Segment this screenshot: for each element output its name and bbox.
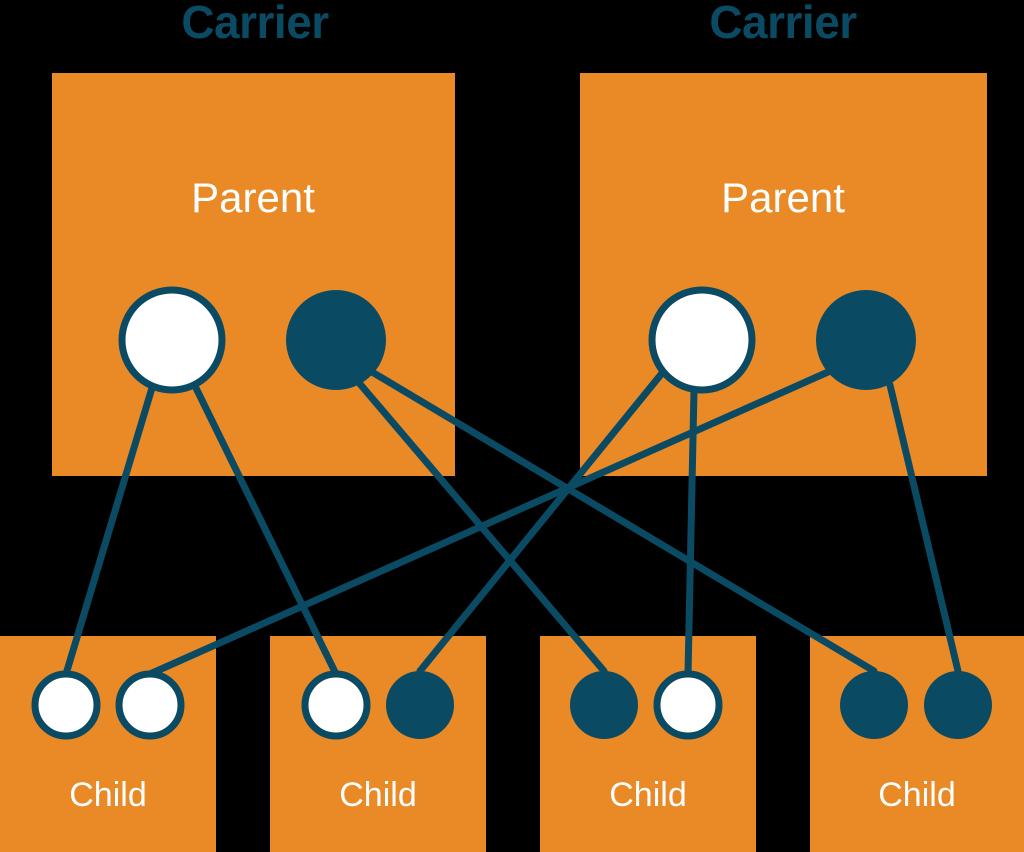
inheritance-line-parent-right-a1-child-3-a2 bbox=[684, 386, 698, 678]
child-label-1: Child bbox=[69, 776, 146, 814]
parent-left-allele-recessive-icon[interactable] bbox=[118, 286, 226, 394]
child-4-alleles bbox=[840, 671, 992, 739]
child-4-allele-dominant-2-icon[interactable] bbox=[924, 671, 992, 739]
child-4-allele-dominant-icon[interactable] bbox=[840, 671, 908, 739]
parent-right-alleles bbox=[648, 286, 916, 394]
carrier-label-right: Carrier bbox=[709, 0, 857, 48]
parent-right-allele-recessive-icon[interactable] bbox=[648, 286, 756, 394]
child-2-allele-dominant-icon[interactable] bbox=[386, 671, 454, 739]
parent-boxes bbox=[52, 73, 987, 476]
child-label-4: Child bbox=[878, 776, 955, 814]
parent-label-left: Parent bbox=[191, 174, 315, 221]
parent-right-allele-dominant-icon[interactable] bbox=[816, 290, 916, 390]
carrier-label-left: Carrier bbox=[181, 0, 329, 48]
inheritance-line-parent-right-a2-child-1-a2 bbox=[146, 368, 832, 678]
inheritance-line-parent-right-a2-child-4-a2 bbox=[886, 381, 962, 675]
child-2-allele-recessive-icon[interactable] bbox=[301, 670, 371, 740]
child-3-alleles bbox=[570, 670, 723, 740]
child-boxes bbox=[0, 636, 1024, 852]
inheritance-line-parent-left-a1-child-2-a1 bbox=[192, 384, 340, 678]
parent-box-left bbox=[52, 73, 455, 476]
parent-box-right bbox=[580, 73, 987, 476]
parent-left-alleles bbox=[118, 286, 386, 394]
child-box-4 bbox=[810, 636, 1024, 852]
child-box-3 bbox=[540, 636, 756, 852]
inheritance-line-parent-left-a1-child-1-a1 bbox=[62, 384, 156, 678]
child-1-allele-recessive-icon[interactable] bbox=[31, 670, 101, 740]
child-box-2 bbox=[270, 636, 486, 852]
child-box-1 bbox=[0, 636, 216, 852]
child-1-allele-recessive-2-icon[interactable] bbox=[115, 670, 185, 740]
inheritance-line-parent-right-a1-child-2-a2 bbox=[416, 368, 667, 675]
child-label-3: Child bbox=[609, 776, 686, 814]
inheritance-lines bbox=[62, 368, 962, 678]
parent-label-right: Parent bbox=[721, 174, 845, 221]
inheritance-line-parent-left-a2-child-4-a1 bbox=[368, 368, 878, 675]
child-2-alleles bbox=[301, 670, 454, 740]
child-label-2: Child bbox=[339, 776, 416, 814]
child-3-allele-recessive-icon[interactable] bbox=[653, 670, 723, 740]
parent-left-allele-dominant-icon[interactable] bbox=[286, 290, 386, 390]
child-3-allele-dominant-icon[interactable] bbox=[570, 671, 638, 739]
child-1-alleles bbox=[31, 670, 185, 740]
